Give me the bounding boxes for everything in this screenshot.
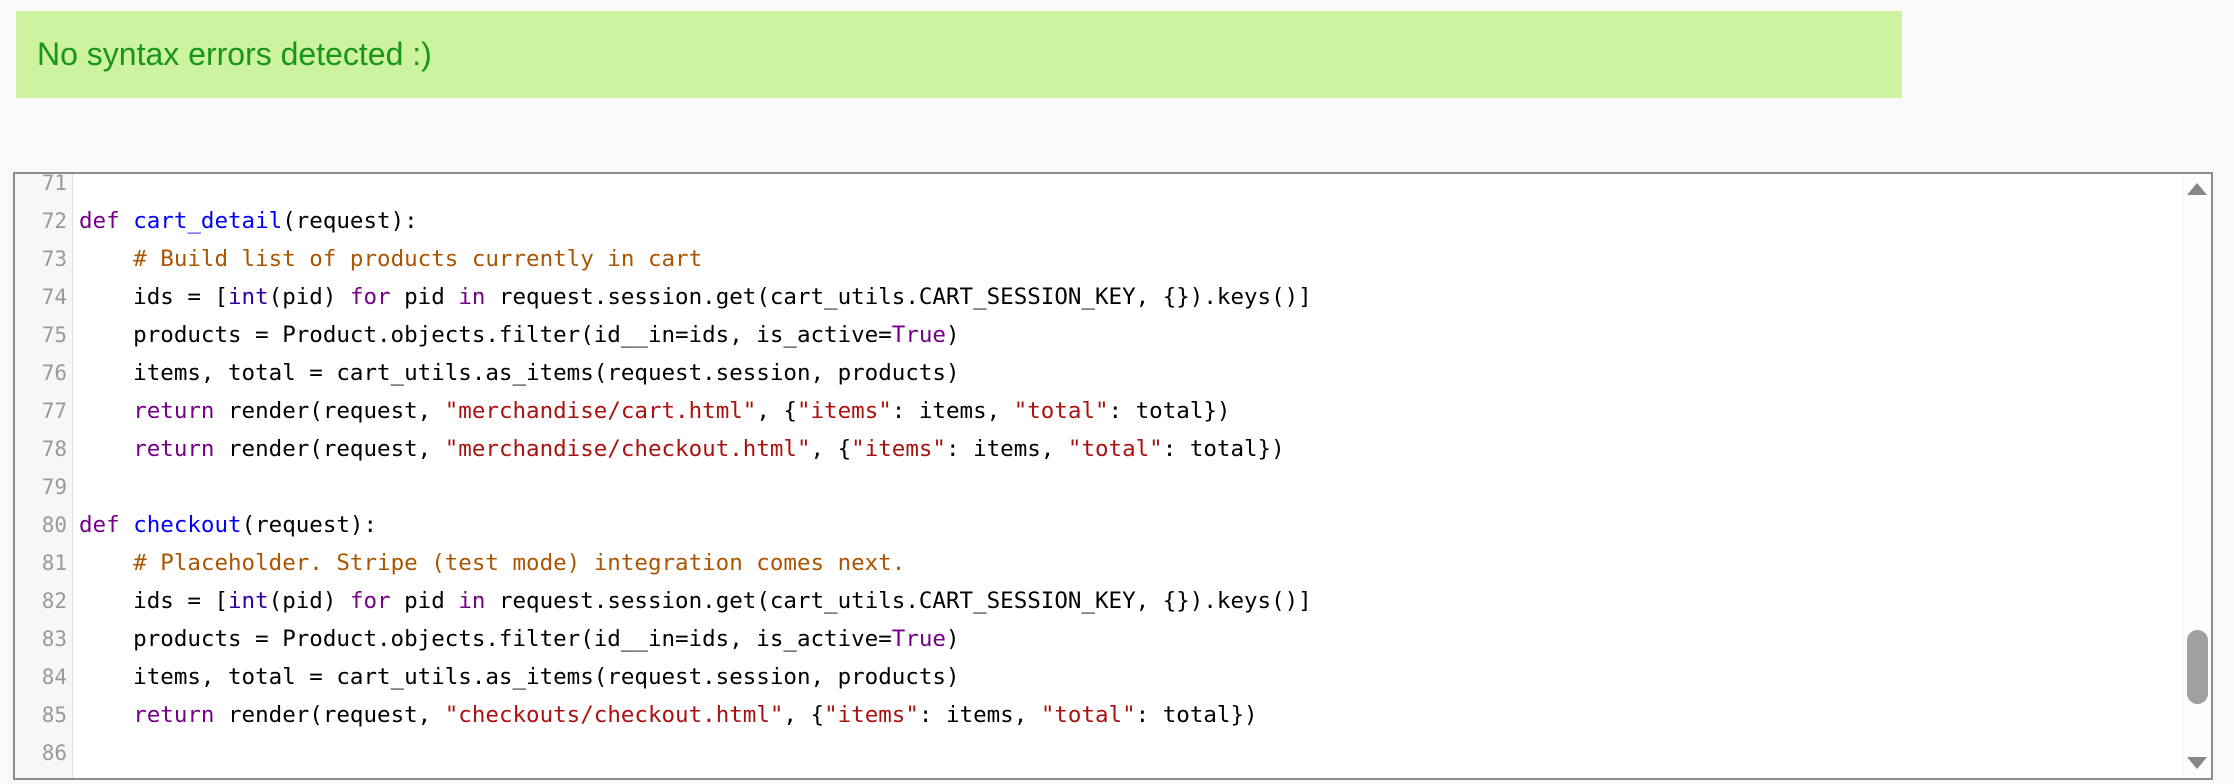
line-number: 74 [41, 285, 67, 309]
code-line[interactable]: 74 ids = [int(pid) for pid in request.se… [15, 278, 2182, 316]
line-number-gutter [15, 174, 73, 778]
code-editor[interactable]: 71 72 def cart_detail(request): 73 # Build … [13, 172, 2213, 780]
line-number: 79 [41, 475, 67, 499]
line-number: 77 [41, 399, 67, 423]
code-line-text: ids = [int(pid) for pid in request.sessi… [79, 284, 1312, 310]
code-line-text [73, 468, 79, 506]
line-number: 72 [41, 209, 67, 233]
code-line-text: def checkout(request): [79, 512, 378, 538]
code-line-text [73, 734, 79, 772]
line-number: 86 [41, 741, 67, 765]
code-line-text: products = Product.objects.filter(id__in… [79, 322, 960, 348]
line-number: 75 [41, 323, 67, 347]
syntax-status-text: No syntax errors detected :) [37, 36, 432, 72]
code-line[interactable]: 81 # Placeholder. Stripe (test mode) int… [15, 544, 2182, 582]
code-line[interactable]: 83 products = Product.objects.filter(id_… [15, 620, 2182, 658]
code-line[interactable]: 77 return render(request, "merchandise/c… [15, 392, 2182, 430]
code-line[interactable]: 75 products = Product.objects.filter(id_… [15, 316, 2182, 354]
line-number: 76 [41, 361, 67, 385]
line-number: 83 [41, 627, 67, 651]
line-number: 80 [41, 513, 67, 537]
code-line-text: ids = [int(pid) for pid in request.sessi… [79, 588, 1312, 614]
code-line-text: return render(request, "merchandise/chec… [133, 436, 1285, 462]
line-number: 73 [41, 247, 67, 271]
code-line-text: def cart_detail(request): [79, 208, 418, 234]
code-line-text: # Build list of products currently in ca… [133, 246, 703, 272]
code-line[interactable]: 84 items, total = cart_utils.as_items(re… [15, 658, 2182, 696]
code-line-text: return render(request, "merchandise/cart… [133, 398, 1231, 424]
code-line[interactable]: 78 return render(request, "merchandise/c… [15, 430, 2182, 468]
code-lines: 71 72 def cart_detail(request): 73 # Build … [15, 174, 2182, 772]
line-number: 71 [41, 174, 67, 195]
scroll-down-arrow-icon[interactable] [2187, 757, 2207, 769]
code-area[interactable]: 71 72 def cart_detail(request): 73 # Build … [15, 174, 2182, 778]
code-line[interactable]: 72 def cart_detail(request): [15, 202, 2182, 240]
code-line-text: return render(request, "checkouts/checko… [133, 702, 1258, 728]
editor-scrollbar[interactable] [2182, 174, 2211, 778]
code-line-text: products = Product.objects.filter(id__in… [79, 626, 960, 652]
code-line[interactable]: 80 def checkout(request): [15, 506, 2182, 544]
code-line-text: items, total = cart_utils.as_items(reque… [79, 360, 960, 386]
code-line-text: items, total = cart_utils.as_items(reque… [79, 664, 960, 690]
line-number: 81 [41, 551, 67, 575]
line-number: 82 [41, 589, 67, 613]
syntax-status-banner: No syntax errors detected :) [16, 11, 1902, 98]
code-line[interactable]: 85 return render(request, "checkouts/che… [15, 696, 2182, 734]
code-line-text [73, 174, 79, 202]
line-number: 78 [41, 437, 67, 461]
scroll-up-arrow-icon[interactable] [2187, 183, 2207, 195]
code-line[interactable]: 82 ids = [int(pid) for pid in request.se… [15, 582, 2182, 620]
scrollbar-thumb[interactable] [2187, 630, 2208, 704]
code-line[interactable]: 79 [15, 468, 2182, 506]
code-line[interactable]: 71 [15, 174, 2182, 202]
line-number: 84 [41, 665, 67, 689]
code-line[interactable]: 73 # Build list of products currently in… [15, 240, 2182, 278]
code-line[interactable]: 76 items, total = cart_utils.as_items(re… [15, 354, 2182, 392]
code-line[interactable]: 86 [15, 734, 2182, 772]
code-line-text: # Placeholder. Stripe (test mode) integr… [133, 550, 906, 576]
line-number: 85 [41, 703, 67, 727]
